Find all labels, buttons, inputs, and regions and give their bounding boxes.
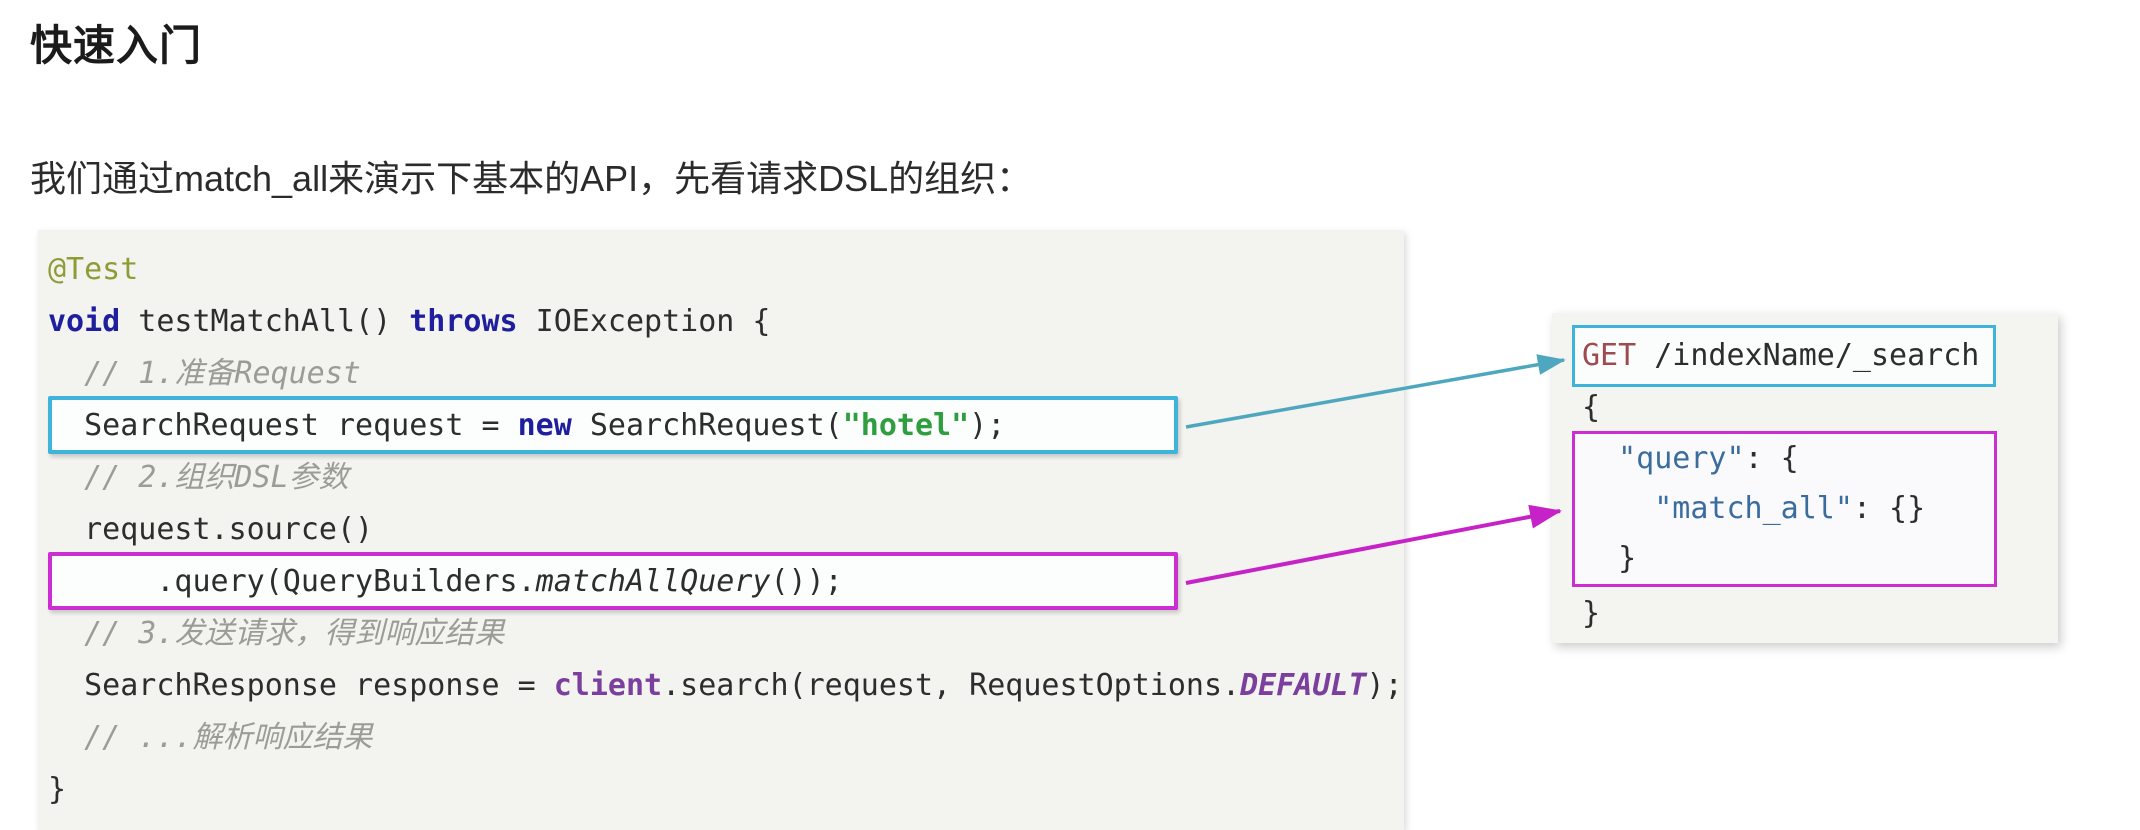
code-line-annotation: @Test	[48, 252, 139, 287]
dsl-close-brace: }	[1582, 596, 1601, 631]
dsl-get-line: GET /indexName/_search	[1582, 338, 1980, 373]
code-line-search-request: SearchRequest request = new SearchReques…	[48, 408, 1006, 443]
code-line-search-response: SearchResponse response = client.search(…	[48, 668, 1403, 703]
highlight-box-query-builder	[48, 552, 1178, 610]
dsl-query-highlight-box: "query": { "match_all": {} }	[1572, 431, 1997, 587]
java-code-block: @Test void testMatchAll() throws IOExcep…	[38, 230, 1404, 830]
code-line-closing-brace: }	[48, 772, 67, 807]
dsl-code-block: GET /indexName/_search { "query": { "mat…	[1552, 313, 2058, 643]
dsl-open-brace: {	[1582, 390, 1601, 425]
dsl-query-line: "query": {	[1618, 441, 1799, 476]
page-title: 快速入门	[30, 22, 203, 69]
code-line-comment-2: // 2.组织DSL参数	[48, 460, 349, 495]
code-line-comment-4: // ...解析响应结果	[48, 720, 373, 755]
code-line-comment-1: // 1.准备Request	[48, 356, 361, 391]
dsl-get-highlight-box: GET /indexName/_search	[1572, 325, 1996, 387]
code-line-method-signature: void testMatchAll() throws IOException {	[48, 304, 771, 339]
code-line-comment-3: // 3.发送请求，得到响应结果	[48, 616, 505, 651]
code-line-request-source: request.source()	[48, 512, 374, 547]
dsl-query-close-line: }	[1582, 541, 1637, 576]
dsl-match-all-line: "match_all": {}	[1654, 491, 1926, 526]
intro-text: 我们通过match_all来演示下基本的API，先看请求DSL的组织：	[30, 158, 1033, 199]
code-line-query-builder: .query(QueryBuilders.matchAllQuery());	[48, 564, 843, 599]
highlight-box-search-request	[48, 396, 1178, 454]
